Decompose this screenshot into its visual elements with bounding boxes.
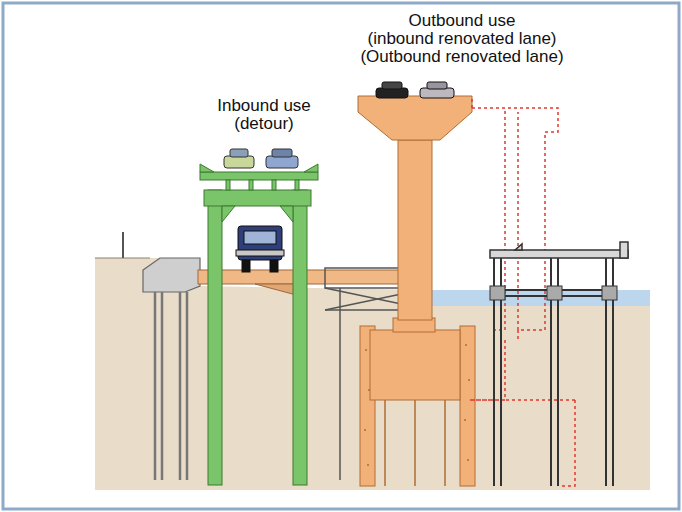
structure-label: Inbound use [217,97,311,115]
structure-label: (Outbound renovated lane) [360,48,563,66]
structure-label: Outbound use [409,12,516,30]
structure-label: (detour) [234,115,294,133]
structure-label: (inbound renovated lane) [367,30,556,48]
